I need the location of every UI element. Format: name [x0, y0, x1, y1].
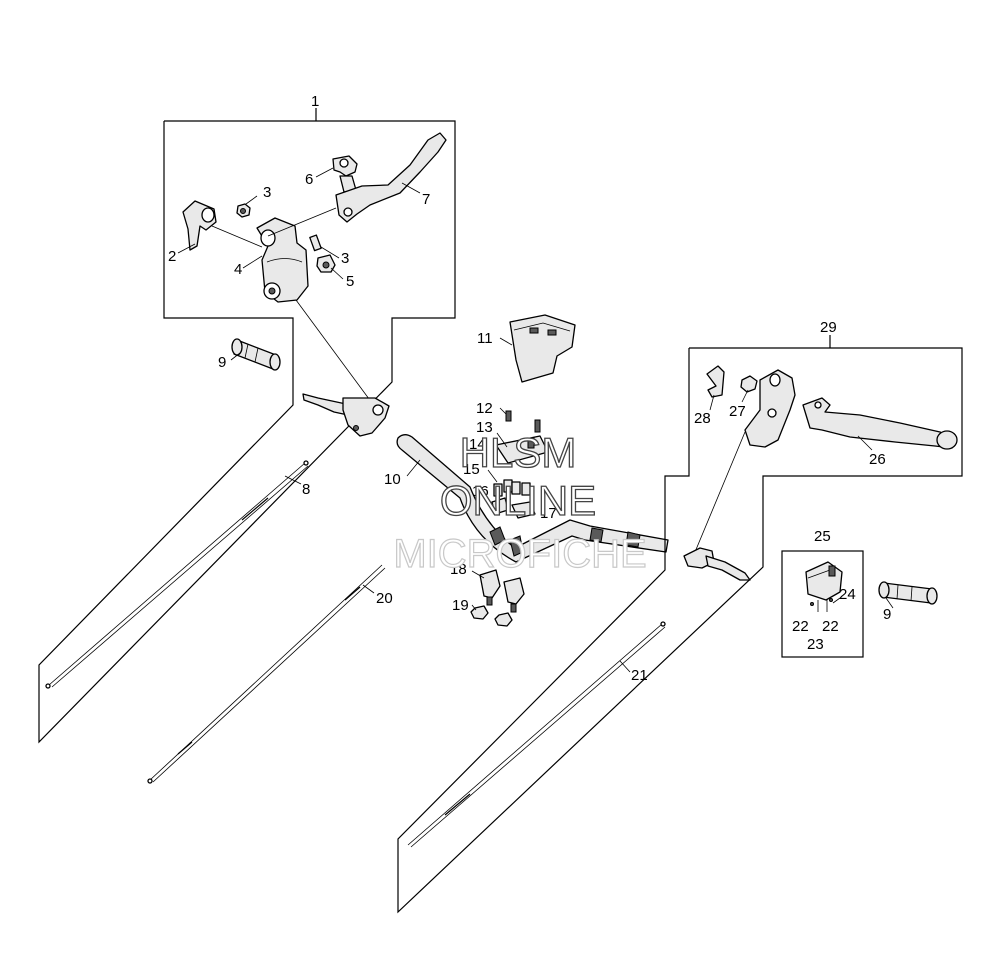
callout-28: 28 [694, 410, 711, 427]
part-3-nut [236, 203, 251, 218]
callout-5: 5 [346, 273, 354, 290]
part-2-bracket [182, 200, 263, 251]
part-9-left-grip [231, 338, 281, 371]
callout-21: 21 [631, 667, 648, 684]
part-28-clip [706, 365, 725, 398]
right-lever-assembly [683, 547, 751, 581]
part-10-handlebar [396, 434, 669, 563]
part-19-nuts [470, 605, 513, 627]
left-group-outline [38, 108, 456, 744]
callout-18: 18 [450, 561, 467, 578]
part-13-clamp-top [495, 419, 549, 464]
callout-1: 1 [311, 93, 319, 110]
callout-4: 4 [234, 261, 242, 278]
watermark-line-1: HLSM [460, 429, 577, 476]
callout-8: 8 [302, 481, 310, 498]
watermark-line-3: MICROFICHE [393, 532, 646, 576]
part-27-bracket [740, 369, 796, 448]
watermark: HLSM ONLINE MICROFICHE [393, 428, 648, 576]
callout-27: 27 [729, 403, 746, 420]
part-11-cover [509, 314, 576, 383]
callout-22-left: 22 [792, 618, 809, 635]
leader-29-assembly [694, 431, 746, 553]
part-15-inserts [493, 479, 531, 497]
callout-9-right: 9 [883, 606, 891, 623]
callout-29: 29 [820, 319, 837, 336]
callout-13: 13 [476, 419, 493, 436]
leader-1-assembly [295, 299, 373, 404]
callout-2: 2 [168, 248, 176, 265]
part-4-master-cylinder [256, 217, 309, 303]
left-brake-assembly [302, 393, 390, 437]
part-8-cable [45, 460, 309, 689]
callout-9-left: 9 [218, 354, 226, 371]
callout-23: 23 [807, 636, 824, 653]
callout-19: 19 [452, 597, 469, 614]
callout-14: 14 [469, 436, 486, 453]
callout-15: 15 [463, 461, 480, 478]
callout-3-lower: 3 [341, 250, 349, 267]
part-12-bolt [505, 410, 512, 422]
callout-3-top: 3 [263, 184, 271, 201]
callout-22-right: 22 [822, 618, 839, 635]
callout-12: 12 [476, 400, 493, 417]
part-16-17-clamps [491, 497, 536, 519]
part-7-brake-lever [267, 132, 447, 237]
callout-24: 24 [839, 586, 856, 603]
callout-20: 20 [376, 590, 393, 607]
leader-lines [177, 167, 894, 673]
callout-25: 25 [814, 528, 831, 545]
callout-26: 26 [869, 451, 886, 468]
callout-16: 16 [472, 483, 489, 500]
callout-6: 6 [305, 171, 313, 188]
part-6-clamp [332, 155, 358, 193]
part-21-cable [407, 621, 666, 848]
part-3-bolt [309, 234, 322, 252]
callout-11: 11 [477, 330, 493, 347]
part-26-clutch-lever [802, 397, 958, 450]
callout-labels: 1 2 3 4 3 5 6 7 9 8 10 11 12 13 14 15 16… [168, 93, 891, 684]
watermark-line-2: ONLINE [440, 477, 596, 524]
part-20-cable [147, 564, 386, 784]
right-group-outline [397, 335, 963, 914]
part-25-switch-group [781, 550, 864, 658]
part-18-risers [479, 569, 525, 613]
part-5-bolt [316, 254, 336, 273]
part-9-right-grip [878, 581, 938, 605]
callout-10: 10 [384, 471, 401, 488]
callout-17: 17 [540, 505, 557, 522]
callout-7: 7 [422, 191, 430, 208]
